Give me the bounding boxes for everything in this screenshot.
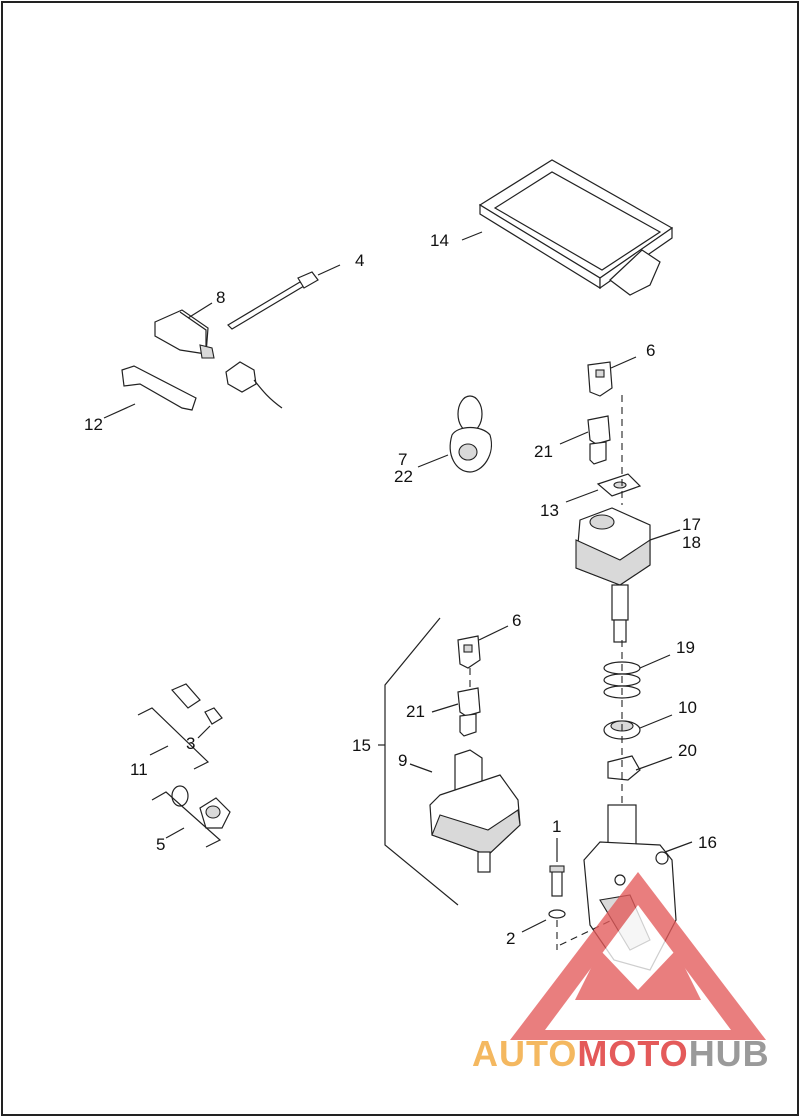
kit-11-bracket	[137, 707, 210, 770]
part-1-screw	[549, 838, 565, 897]
part-13-plate	[565, 473, 642, 503]
part-14-module	[461, 159, 674, 296]
part-21-key-lower	[431, 687, 481, 737]
part-20-retainer	[607, 755, 673, 781]
callout-19: 19	[676, 638, 695, 657]
kit-5-bracket	[151, 791, 222, 848]
callout-10: 10	[678, 698, 697, 717]
callout-1: 1	[552, 817, 561, 836]
part-9-lock-housing	[409, 749, 521, 873]
watermark-logo	[510, 872, 766, 1040]
part-12-clip	[103, 365, 197, 419]
part-6-key-upper	[587, 356, 637, 397]
part-6-key-lower	[457, 625, 509, 690]
callout-9: 9	[398, 751, 407, 770]
callout-6-upper: 6	[646, 341, 655, 360]
callout-8: 8	[216, 288, 225, 307]
part-2-washer	[521, 909, 566, 933]
watermark-moto: MOTO	[577, 1033, 688, 1074]
callout-14: 14	[430, 231, 449, 250]
kit-15-bracket	[384, 617, 459, 906]
watermark-auto: AUTO	[472, 1033, 577, 1074]
part-4-cable-tie	[227, 264, 341, 330]
callout-2: 2	[506, 929, 515, 948]
part-17-18-switch-cover	[575, 507, 681, 643]
part-19-spring	[603, 654, 671, 699]
callout-11: 11	[130, 760, 148, 779]
callout-3: 3	[186, 734, 195, 753]
callout-20: 20	[678, 741, 697, 760]
callout-16: 16	[698, 833, 717, 852]
part-8-connector	[154, 302, 283, 409]
callout-5: 5	[156, 835, 165, 854]
part-10-ring	[603, 714, 673, 740]
watermark-hub: HUB	[689, 1033, 770, 1074]
callout-4: 4	[355, 251, 364, 270]
callout-17: 17	[682, 515, 701, 534]
part-5-fitting	[171, 785, 231, 829]
callout-7: 7	[398, 450, 407, 469]
callout-22: 22	[394, 467, 413, 486]
part-7-22-key-fob	[417, 395, 492, 473]
callout-18: 18	[682, 533, 701, 552]
part-21-key-upper	[559, 415, 611, 465]
callout-21-upper: 21	[534, 442, 553, 461]
callout-12: 12	[84, 415, 103, 434]
callout-6-lower: 6	[512, 611, 521, 630]
callout-15: 15	[352, 736, 371, 755]
watermark-text: AUTOMOTOHUB	[472, 1033, 770, 1074]
callout-21-lower: 21	[406, 702, 425, 721]
part-3-stud	[170, 683, 223, 739]
callout-13: 13	[540, 501, 559, 520]
